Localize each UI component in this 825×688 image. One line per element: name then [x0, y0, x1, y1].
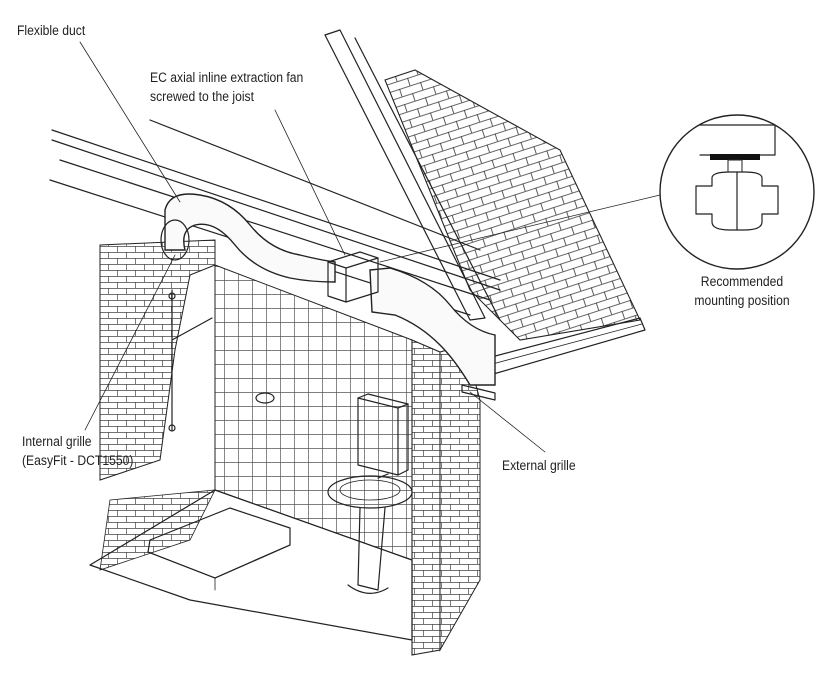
external-grille	[461, 384, 496, 401]
label-internal-grille-line2: (EasyFit - DCT1550)	[22, 453, 134, 468]
flexible-duct	[164, 193, 496, 386]
label-mounting-position-line2: mounting position	[694, 293, 790, 308]
wall-cabinet	[357, 393, 409, 476]
internal-grille	[160, 219, 190, 261]
inline-fan	[327, 251, 379, 303]
roof-tiles	[384, 69, 641, 341]
label-internal-grille-line1: Internal grille	[22, 434, 92, 449]
soap-dish	[255, 392, 275, 404]
floor	[89, 489, 413, 641]
brick-pillar	[411, 339, 481, 656]
label-external-grille-text: External grille	[502, 458, 576, 473]
shower-rail	[168, 289, 213, 432]
wash-basin	[327, 473, 413, 594]
label-mounting-position-line1: Recommended	[700, 274, 784, 289]
mounting-detail	[659, 114, 815, 270]
label-inline-fan: EC axial inline extraction fan screwed t…	[150, 68, 303, 106]
roof-rafters	[49, 29, 501, 321]
label-inline-fan-line1: EC axial inline extraction fan	[150, 70, 304, 85]
label-mounting-position: Recommended mounting position	[679, 272, 805, 310]
label-external-grille: External grille	[502, 456, 576, 475]
label-internal-grille: Internal grille (EasyFit - DCT1550)	[22, 432, 133, 470]
leader-lines	[79, 41, 661, 453]
label-inline-fan-line2: screwed to the joist	[150, 89, 255, 104]
label-flexible-duct: Flexible duct	[17, 21, 85, 40]
left-brick-wall	[99, 239, 216, 571]
label-flexible-duct-text: Flexible duct	[17, 23, 86, 38]
